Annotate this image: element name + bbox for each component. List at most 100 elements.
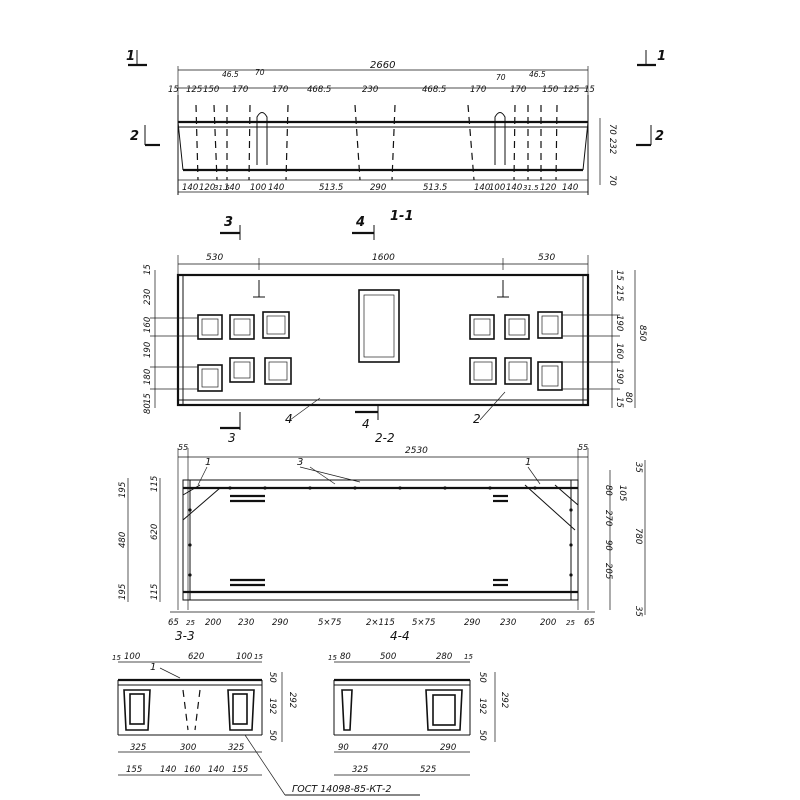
dim: 620 <box>188 652 204 662</box>
dim: 70 <box>607 124 617 135</box>
bottom-dimensions-1: 90 470 290 <box>338 743 456 753</box>
dim: 280 <box>436 652 452 662</box>
dim: 15 <box>328 654 337 662</box>
dim: 31.5 <box>523 184 539 192</box>
dim: 140 <box>268 183 284 193</box>
hidden-lines <box>195 104 558 181</box>
dim: 115 <box>150 584 160 600</box>
dim: 80 <box>603 485 613 496</box>
section-title-4-4: 4-4 <box>390 629 410 643</box>
dim: 120 <box>540 183 556 193</box>
dim: 468.5 <box>422 85 446 95</box>
dim: 190 <box>614 315 624 331</box>
cut-marker-2-left: 2 <box>130 125 160 147</box>
cut-marker-1-left: 1 <box>126 49 147 67</box>
dim: 115 <box>150 476 160 492</box>
gost-note: ГОСТ 14098-85-КТ-2 <box>285 784 420 796</box>
dim: 100 <box>250 183 266 193</box>
dim: 170 <box>232 85 248 95</box>
dim: 35 <box>633 606 643 617</box>
cut-label: 3 <box>228 431 236 445</box>
dim: 15 <box>168 85 179 95</box>
section-1-1-view: 530 1600 530 <box>143 253 647 445</box>
elevation-view: 1 1 2 2 2660 15 125 150 46.5 <box>126 49 666 240</box>
dim: 100 <box>124 652 140 662</box>
left-dimensions: 15 230 160 190 180 15 80 <box>143 264 153 414</box>
dim: 325 <box>352 765 368 775</box>
dim: 140 <box>562 183 578 193</box>
lifting-loop-left <box>256 112 268 165</box>
dim: 50 <box>477 672 487 683</box>
dim: 15 <box>143 393 153 404</box>
dim: 230 <box>500 618 516 628</box>
dim: 15 <box>464 653 473 661</box>
section-2-2-view: 2530 55 55 1 3 1 <box>118 443 646 628</box>
cut-marker-3: 3 <box>220 215 241 240</box>
cut-label: 4 <box>355 215 365 230</box>
dim: 140 <box>160 765 176 775</box>
dim: 530 <box>538 253 555 263</box>
dim: 270 <box>603 510 613 526</box>
bottom-dimensions-2: 155 140 160 140 155 <box>126 765 248 775</box>
dim: 80 <box>143 403 153 414</box>
dim: 100 <box>489 183 505 193</box>
cut-marker-4: 4 <box>352 215 375 240</box>
dim: 5×75 <box>318 618 341 628</box>
dim: 140 <box>224 183 240 193</box>
right-dimensions: 50 192 292 50 <box>267 672 297 741</box>
dim: 200 <box>540 618 556 628</box>
dim: 500 <box>380 652 396 662</box>
cut-label: 2 <box>130 129 139 144</box>
dim: 292 <box>499 692 509 708</box>
dim: 150 <box>542 85 558 95</box>
slab-outline <box>176 273 590 407</box>
top-dimensions: 15 80 500 280 15 <box>328 652 473 662</box>
lifting-loop-right <box>494 112 506 165</box>
leader-lines <box>150 314 620 390</box>
dim: 155 <box>126 765 142 775</box>
dim: 230 <box>362 85 378 95</box>
dim: 170 <box>470 85 486 95</box>
dim: 290 <box>464 618 480 628</box>
dim: 25 <box>566 619 575 627</box>
dim: 160 <box>614 343 624 359</box>
dim: 2×115 <box>366 618 395 628</box>
bottom-dimensions: 140 120 31.5 140 100 140 513.5 290 513.5… <box>182 183 578 193</box>
dim: 232 <box>607 138 617 154</box>
dim: 170 <box>272 85 288 95</box>
dim: 150 <box>203 85 219 95</box>
section-3-3-view: 3-3 15 100 620 100 15 1 50 192 292 50 <box>112 629 297 796</box>
dim: 190 <box>614 368 624 384</box>
dim: 5×75 <box>412 618 435 628</box>
cut-marker-1-right: 1 <box>637 49 666 67</box>
cut-label: 1 <box>657 49 666 64</box>
dim: 192 <box>477 698 487 714</box>
dim: 525 <box>420 765 436 775</box>
dim: 25 <box>186 619 195 627</box>
cut-label: 4 <box>362 417 370 431</box>
dim: 65 <box>168 618 179 628</box>
dim: 205 <box>603 563 613 579</box>
cut-label: 3 <box>224 215 233 230</box>
dim: 31.5 <box>214 184 230 192</box>
left-openings <box>197 311 292 392</box>
note-text: ГОСТ 14098-85-КТ-2 <box>292 784 391 795</box>
dim: 90 <box>338 743 349 753</box>
dim: 513.5 <box>319 183 343 193</box>
dim: 15 <box>254 653 263 661</box>
marker: 1 <box>150 662 156 673</box>
dim: 105 <box>617 485 627 501</box>
dim: 325 <box>130 743 146 753</box>
dim: 46.5 <box>222 70 239 79</box>
dim: 90 <box>603 540 613 551</box>
dim: 160 <box>143 317 153 333</box>
right-dimensions: 35 80 105 270 90 205 35 780 <box>603 462 643 617</box>
dim: 15 <box>584 85 595 95</box>
section-title-3-3: 3-3 <box>175 629 195 643</box>
dim: 200 <box>205 618 221 628</box>
dim: 230 <box>238 618 254 628</box>
bottom-dimensions-2: 325 525 <box>352 765 436 775</box>
dim: 80 <box>623 392 633 403</box>
dim: 292 <box>287 692 297 708</box>
